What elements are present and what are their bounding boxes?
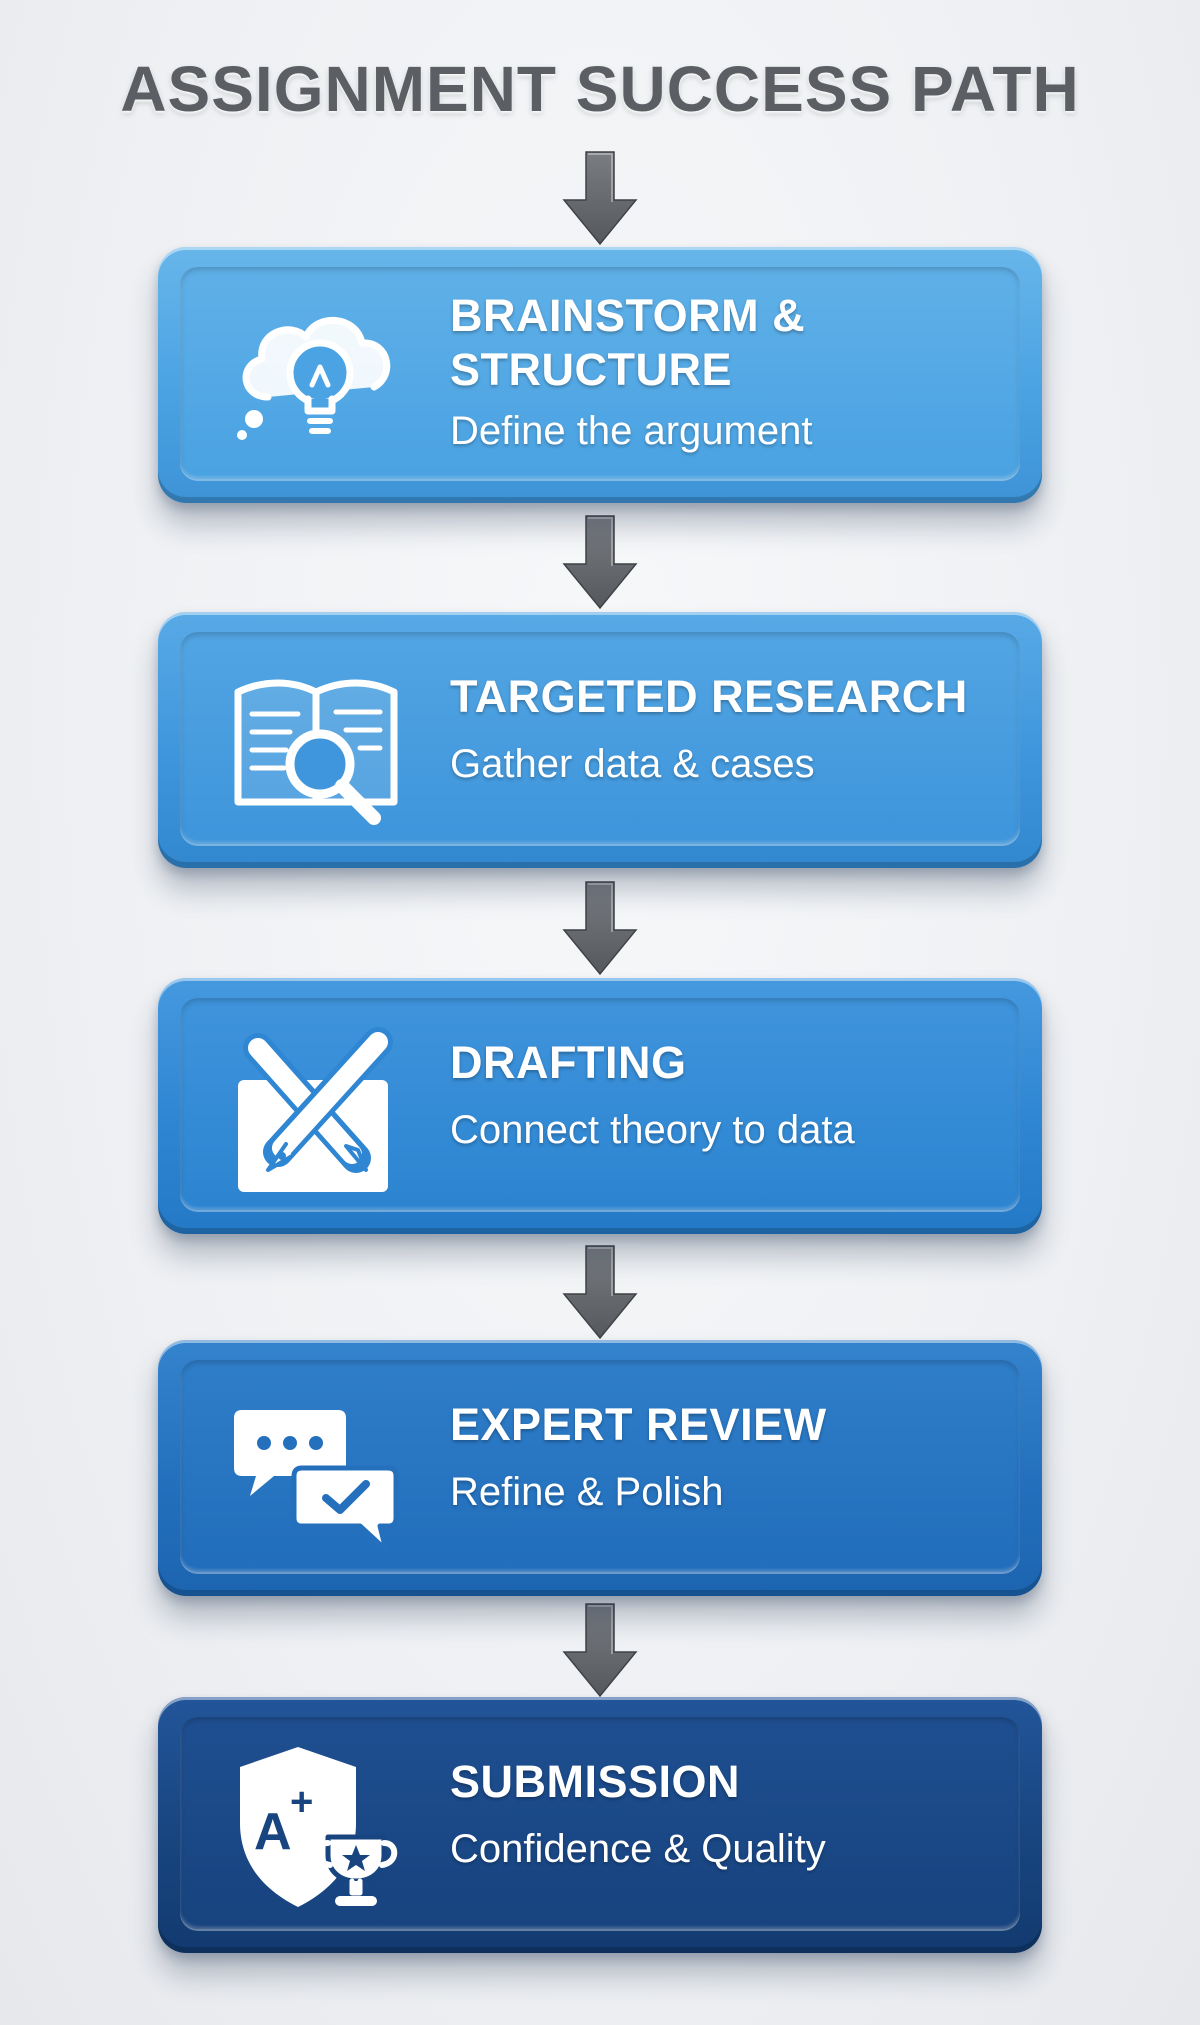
step-heading: SUBMISSION bbox=[450, 1756, 741, 1807]
step-card-brainstorm: BRAINSTORM & STRUCTURE Define the argume… bbox=[158, 247, 1042, 503]
step-heading: TARGETED RESEARCH bbox=[450, 671, 968, 722]
step-heading: BRAINSTORM & STRUCTURE bbox=[450, 290, 806, 395]
step-card-submission: A + SUBMISSION Confidence & Quality bbox=[158, 1697, 1042, 1953]
chat-bubbles-check-icon bbox=[234, 1410, 399, 1553]
pen-pencil-icon bbox=[238, 1027, 393, 1192]
flow-arrow bbox=[562, 881, 638, 976]
svg-text:+: + bbox=[290, 1780, 313, 1824]
step-heading: EXPERT REVIEW bbox=[450, 1399, 827, 1450]
step-subtitle: Connect theory to data bbox=[450, 1108, 855, 1152]
step-card-review: EXPERT REVIEW Refine & Polish bbox=[158, 1340, 1042, 1596]
step-subtitle: Gather data & cases bbox=[450, 742, 815, 786]
book-magnifier-icon bbox=[234, 679, 398, 825]
flow-arrow bbox=[562, 1245, 638, 1340]
step-subtitle: Define the argument bbox=[450, 409, 813, 453]
flow-arrow bbox=[562, 151, 638, 246]
flow-arrow bbox=[562, 515, 638, 610]
diagram-title: ASSIGNMENT SUCCESS PATH bbox=[120, 53, 1080, 125]
step-card-research: TARGETED RESEARCH Gather data & cases bbox=[158, 612, 1042, 868]
flow-arrow bbox=[562, 1603, 638, 1698]
step-subtitle: Confidence & Quality bbox=[450, 1827, 826, 1871]
step-card-drafting: DRAFTING Connect theory to data bbox=[158, 978, 1042, 1234]
shield-grade-trophy-icon: A + bbox=[240, 1747, 398, 1907]
svg-text:A: A bbox=[254, 1803, 292, 1861]
step-subtitle: Refine & Polish bbox=[450, 1470, 724, 1514]
step-heading: DRAFTING bbox=[450, 1037, 687, 1088]
lightbulb-cloud-icon bbox=[237, 317, 391, 440]
